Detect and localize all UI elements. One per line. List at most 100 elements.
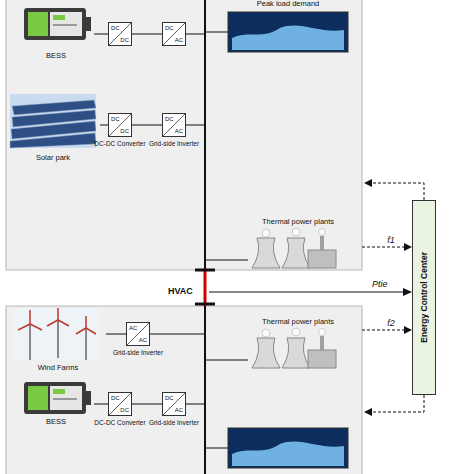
component-label: Thermal power plants [262,318,334,326]
converter-box: DCACGrid-side Inverter [162,113,186,137]
component-label: Thermal power plants [262,218,334,226]
control-center-box: Energy Control Center [412,200,436,395]
battery-mark [53,15,65,20]
connector-line [106,334,126,335]
converter-output: DC [120,407,129,413]
converter-label: Grid-side Inverter [113,350,163,357]
chart-frame [228,428,348,468]
converter-input: DC [165,25,174,31]
tie-line-label: HVAC [168,287,193,296]
chimney [320,236,324,250]
converter-input: DC [111,25,120,31]
connector-line [100,125,108,126]
connector [362,326,412,334]
converter-input: DC [111,116,120,122]
connector-line [94,34,108,35]
component-label: Peak load demand [257,0,320,8]
component-label: BESS [46,418,66,426]
battery-terminal [86,391,91,405]
battery-mark [53,389,65,394]
battery-mark [53,398,77,400]
battery-band [28,12,48,36]
feeder-wire [186,125,205,126]
area-panel [6,306,362,474]
cooling-tower [282,238,310,268]
battery-body [24,382,86,414]
turbine-tower [85,328,87,360]
converter-input: DC [111,395,120,401]
control-signal-line [370,183,424,200]
converter-input: DC [165,395,174,401]
battery-band [28,386,48,410]
signal-label: f1 [387,236,395,245]
battery-body [24,8,86,40]
component-group: Wind Farms [10,306,106,372]
connector-line [132,125,162,126]
sky [12,308,100,360]
cooling-tower [252,238,280,268]
converter-diagonal [109,23,131,45]
solar-park-image [10,94,96,148]
thermal-plant-image [252,328,336,368]
arrow-head [364,179,372,187]
component-label: Wind Farms [38,364,78,372]
component-group: Solar park [6,92,100,162]
chart-frame [228,12,348,52]
smoke [319,229,326,236]
thermal-plant-image [252,228,336,268]
load-area [232,441,344,466]
converter-diagonal [109,393,131,415]
connector [94,34,108,35]
component-group: Thermal power plants [240,218,362,270]
control-center-title: Energy Control Center [419,252,429,343]
converter-output: AC [175,37,183,43]
converter-box: DCACGrid-side Inverter [162,392,186,416]
wind-farm-image [12,308,100,360]
load-area [232,25,344,50]
smoke [292,328,300,336]
converter-box: DCAC [162,22,186,46]
smoke [262,329,270,337]
area-panel [6,0,362,270]
arrow-head [403,288,412,296]
connector-line [132,404,162,405]
connector-line [94,404,108,405]
bus-bar [204,306,206,474]
battery-mark [53,24,77,26]
plant-building [308,350,336,368]
hvac-tie-line [204,268,207,306]
connector [106,334,126,335]
smoke [262,229,270,237]
sky [10,94,96,148]
tie-power-label: Ptie [372,280,388,289]
component-group: BESS [18,378,94,426]
converter-output: AC [175,128,183,134]
cooling-tower [282,338,310,368]
connector [362,243,412,251]
smoke [319,329,326,336]
feeder-wire [205,448,228,449]
turbine-blades [76,316,96,334]
feeder-wire [205,260,248,261]
connector [100,125,108,126]
connector [132,125,162,126]
feeder-wire [205,32,228,33]
battery-label-area [50,386,82,410]
converter-diagonal [163,23,185,45]
connector [132,34,162,35]
converter-label: Grid-side Inverter [149,420,199,427]
component-label: Solar park [36,154,70,162]
plant-building [308,250,336,268]
signal-label: f2 [387,319,395,328]
turbine-tower [29,324,31,360]
converter-diagonal [109,114,131,136]
converter-diagonal [163,393,185,415]
converter-box: ACACGrid-side Inverter [126,322,150,346]
breaker-tick [195,303,215,306]
connector-line [132,34,162,35]
bus-bar [204,0,206,268]
load-chart [228,428,348,468]
